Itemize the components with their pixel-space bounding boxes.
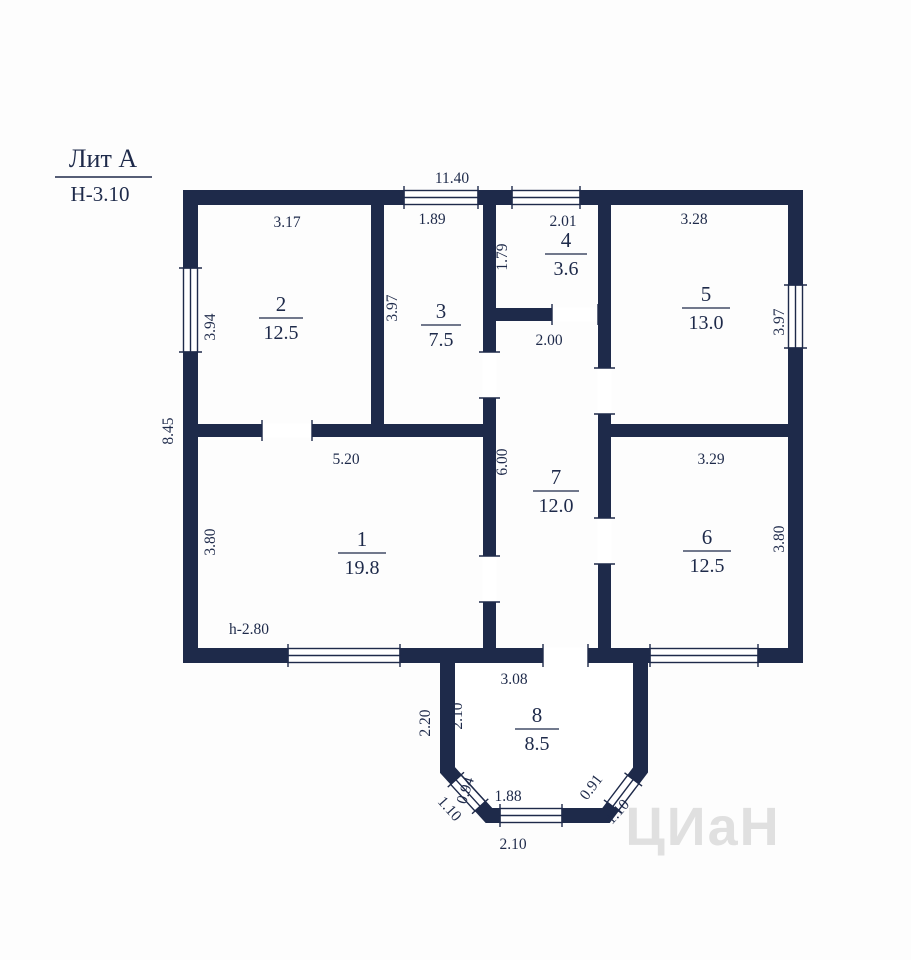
room-7-label: 7 12.0 — [533, 465, 579, 517]
room-1-area: 19.8 — [345, 557, 380, 579]
room-3-number: 3 — [436, 299, 447, 323]
dim-bay-outer: 2.10 — [499, 836, 526, 853]
door-room1-room7 — [479, 555, 500, 603]
room-6-number: 6 — [702, 525, 713, 549]
dim-r6-right: 3.80 — [771, 525, 788, 552]
room-7-area: 12.0 — [539, 495, 574, 517]
room-4-label: 4 3.6 — [545, 228, 587, 280]
room-5-label: 5 13.0 — [682, 282, 730, 334]
room-3-area: 7.5 — [429, 329, 454, 351]
door-room7-room5 — [594, 367, 615, 415]
dim-r1-left: 3.80 — [202, 528, 219, 555]
window-bottom-room1 — [287, 644, 401, 667]
room-8-area: 8.5 — [525, 733, 550, 755]
window-bay-right — [603, 772, 643, 814]
dim-r4-top: 2.01 — [549, 213, 576, 230]
room-8-number: 8 — [532, 703, 543, 727]
dim-r2-left: 3.94 — [202, 313, 219, 340]
room-5-area: 13.0 — [689, 312, 724, 334]
wall-r5-r6 — [598, 424, 803, 437]
dim-overall-width: 11.40 — [435, 170, 470, 187]
dim-r2-top: 3.17 — [273, 214, 300, 231]
room-5-number: 5 — [701, 282, 712, 306]
wall-r2-r3 — [371, 205, 384, 424]
door-room7-room6 — [594, 517, 615, 565]
room-8-label: 8 8.5 — [515, 703, 559, 755]
wall-left — [183, 190, 198, 663]
window-top-room4 — [511, 186, 581, 209]
wall-r2r3-r1 — [198, 424, 496, 437]
dim-overall-height: 8.45 — [160, 417, 177, 444]
watermark-text: ЦИаН — [625, 797, 780, 857]
room-1-number: 1 — [357, 527, 368, 551]
dim-r8-top: 3.08 — [500, 671, 527, 688]
room-4-number: 4 — [561, 228, 572, 252]
room-6-area: 12.5 — [690, 555, 725, 577]
height-mark-label: Н-3.10 — [71, 182, 130, 206]
door-room2-room1 — [261, 420, 313, 441]
window-left-room2 — [179, 267, 202, 353]
room-2-number: 2 — [276, 292, 287, 316]
room-2-label: 2 12.5 — [259, 292, 303, 344]
dim-r5-top: 3.28 — [680, 211, 707, 228]
doors — [261, 304, 615, 667]
dim-r7-left: 6.00 — [494, 448, 511, 475]
dim-r1-top: 5.20 — [332, 451, 359, 468]
header: Лит А Н-3.10 — [55, 144, 152, 206]
dim-r6-top: 3.29 — [697, 451, 724, 468]
room-labels: 2 12.5 3 7.5 4 3.6 5 13.0 7 12.0 6 12.5 — [259, 228, 731, 755]
door-room3-room7 — [479, 351, 500, 399]
dim-r8-outer-left: 2.20 — [417, 709, 434, 736]
window-top-room3 — [403, 186, 479, 209]
wall-top — [183, 190, 803, 205]
door-room7-room8 — [542, 644, 589, 667]
dim-r5-right: 3.97 — [771, 308, 788, 335]
dim-r3-left: 3.97 — [384, 294, 401, 321]
room-7-number: 7 — [551, 465, 562, 489]
window-bottom-room6 — [649, 644, 759, 667]
liter-label: Лит А — [69, 144, 137, 173]
dim-r3-top: 1.89 — [418, 211, 445, 228]
dim-r7-top: 2.00 — [535, 332, 562, 349]
room-3-label: 3 7.5 — [421, 299, 461, 351]
dim-r4-left: 1.79 — [494, 243, 511, 270]
dim-r1-ceiling-height: h-2.80 — [229, 621, 269, 638]
room-6-label: 6 12.5 — [683, 525, 731, 577]
window-bay-left — [447, 771, 489, 815]
wall-room8-top-left — [455, 648, 543, 663]
dim-bay-inner: 1.88 — [494, 788, 521, 805]
room-2-area: 12.5 — [264, 322, 299, 344]
dim-r8-inner-left: 2.10 — [449, 702, 466, 729]
window-bay-bottom — [499, 804, 563, 827]
windows — [179, 186, 807, 827]
room-1-label: 1 19.8 — [338, 527, 386, 579]
room-4-area: 3.6 — [554, 258, 579, 280]
door-room4-room7 — [551, 304, 599, 325]
window-right-room5 — [784, 284, 807, 349]
